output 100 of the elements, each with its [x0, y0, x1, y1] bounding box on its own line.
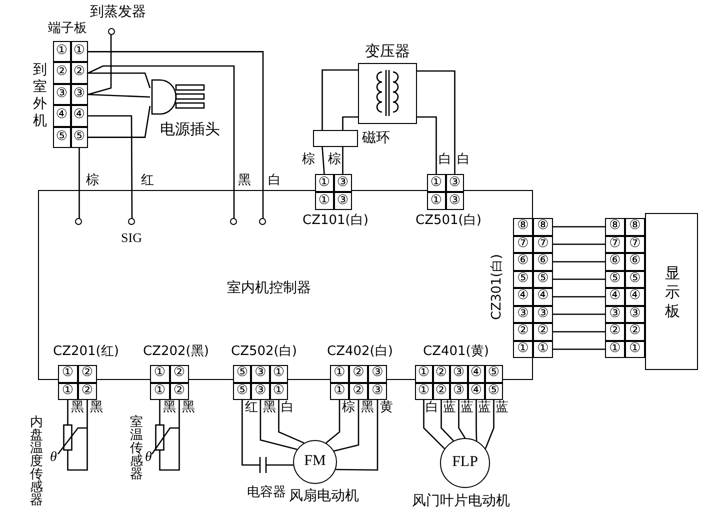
connector-label: CZ401(黄) [422, 343, 490, 360]
display-board-label: 显示板 [664, 264, 681, 322]
wire [553, 226, 605, 228]
terminal-pin: ② [533, 323, 553, 340]
terminal-pin: ③ [533, 306, 553, 323]
terminal-pin: ④ [533, 288, 553, 306]
terminal-pin: ① [315, 174, 334, 192]
wire-color-label: 白 [457, 153, 470, 167]
terminal-pin: ⑦ [533, 236, 553, 253]
wire-color-label: 黑 [163, 401, 176, 415]
terminal-pin: ① [605, 340, 625, 358]
terminal-pin: ② [78, 365, 97, 382]
magnetic-ring-label: 磁环 [362, 130, 391, 147]
wire-color-label: 蓝 [478, 401, 491, 415]
terminal-pin: ⑤ [70, 126, 88, 148]
wire [440, 400, 454, 442]
wire-color-label: 黑 [90, 401, 103, 415]
wire [88, 94, 150, 98]
wire [553, 244, 605, 245]
wire-color-label: 黑 [263, 401, 276, 415]
terminal-pin: ⑤ [233, 382, 252, 400]
terminal-pin: ④ [605, 288, 625, 306]
terminal-pin: ① [150, 382, 170, 400]
wire-color-label: 蓝 [460, 401, 474, 415]
wire-color-label: 黑 [182, 401, 195, 415]
terminal-pin: ③ [605, 306, 625, 323]
wire-color-label: 红 [245, 401, 258, 415]
terminal-pin: ① [625, 340, 645, 358]
wire [178, 400, 180, 416]
wire [553, 331, 605, 332]
wire [417, 116, 437, 174]
terminal-pin: ⑧ [513, 218, 533, 236]
wire [88, 72, 151, 88]
wire [553, 296, 605, 298]
wire [88, 35, 112, 96]
connector-label: CZ402(白) [326, 343, 394, 360]
terminal-circle [230, 218, 237, 225]
terminal-pin: ① [150, 365, 170, 382]
terminal-pin: ⑤ [605, 270, 625, 288]
wire-color-label: 黑 [361, 401, 374, 415]
wire [553, 314, 605, 315]
theta-symbol: θ [50, 450, 58, 466]
terminal-board-caption: 到室外机 [32, 62, 48, 131]
wire [553, 348, 605, 350]
terminal-pin: ② [349, 365, 368, 382]
wire [67, 400, 68, 416]
terminal-pin: ③ [450, 382, 468, 400]
terminal-pin: ④ [468, 365, 485, 382]
terminal-pin: ① [330, 382, 349, 400]
terminal-pin: ⑤ [485, 382, 502, 400]
wire-color-label: 白 [268, 174, 281, 188]
terminal-pin: ⑧ [605, 218, 625, 236]
terminal-label: SIG [120, 230, 143, 246]
connector-label: CZ202(黑) [142, 343, 210, 360]
terminal-pin: ① [415, 365, 432, 382]
wire-color-label: 棕 [302, 153, 315, 167]
terminal-label: 到蒸发器 [90, 3, 147, 21]
terminal-pin: ③ [450, 365, 468, 382]
terminal-pin: ④ [625, 288, 645, 306]
wire-color-label: 蓝 [495, 401, 508, 415]
terminal-pin: ④ [53, 105, 70, 127]
wire [553, 261, 605, 262]
sensor-label: 内盘温度传感器 [29, 416, 44, 508]
wire [159, 400, 160, 416]
capacitor-label: 电容器 [247, 484, 287, 501]
connector-label: CZ101(白) [302, 212, 370, 229]
connector-label: CZ201(红) [52, 343, 120, 360]
terminal-pin: ② [170, 365, 189, 382]
terminal-pin: ③ [70, 84, 88, 106]
terminal-pin: ⑦ [625, 236, 645, 253]
terminal-pin: ① [533, 340, 553, 358]
terminal-pin: ① [270, 365, 288, 382]
terminal-pin: ③ [446, 174, 464, 192]
terminal-pin: ① [513, 340, 533, 358]
wire [553, 278, 605, 280]
terminal-pin: ② [70, 62, 88, 84]
terminal-pin: ⑤ [53, 126, 70, 148]
terminal-pin: ③ [513, 306, 533, 323]
terminal-pin: ③ [368, 365, 387, 382]
connector-label: CZ501(白) [414, 212, 482, 229]
terminal-pin: ② [432, 365, 450, 382]
motor-caption: 风门叶片电动机 [412, 492, 510, 510]
wire [86, 400, 88, 416]
wire [88, 106, 151, 138]
terminal-pin: ③ [53, 84, 70, 106]
transformer-label: 变压器 [364, 42, 411, 60]
wire-color-label: 棕 [86, 174, 99, 188]
wire [423, 400, 445, 450]
terminal-pin: ③ [334, 192, 352, 210]
wire [322, 69, 358, 130]
wire [336, 400, 378, 471]
wire-color-label: 白 [281, 401, 294, 415]
terminal-circle [259, 218, 266, 225]
terminal-pin: ① [70, 41, 88, 62]
wire [88, 115, 133, 218]
terminal-pin: ② [605, 323, 625, 340]
terminal-pin: ① [58, 365, 78, 382]
terminal-pin: ⑤ [513, 270, 533, 288]
terminal-pin: ⑤ [485, 365, 502, 382]
terminal-pin: ⑤ [233, 365, 252, 382]
